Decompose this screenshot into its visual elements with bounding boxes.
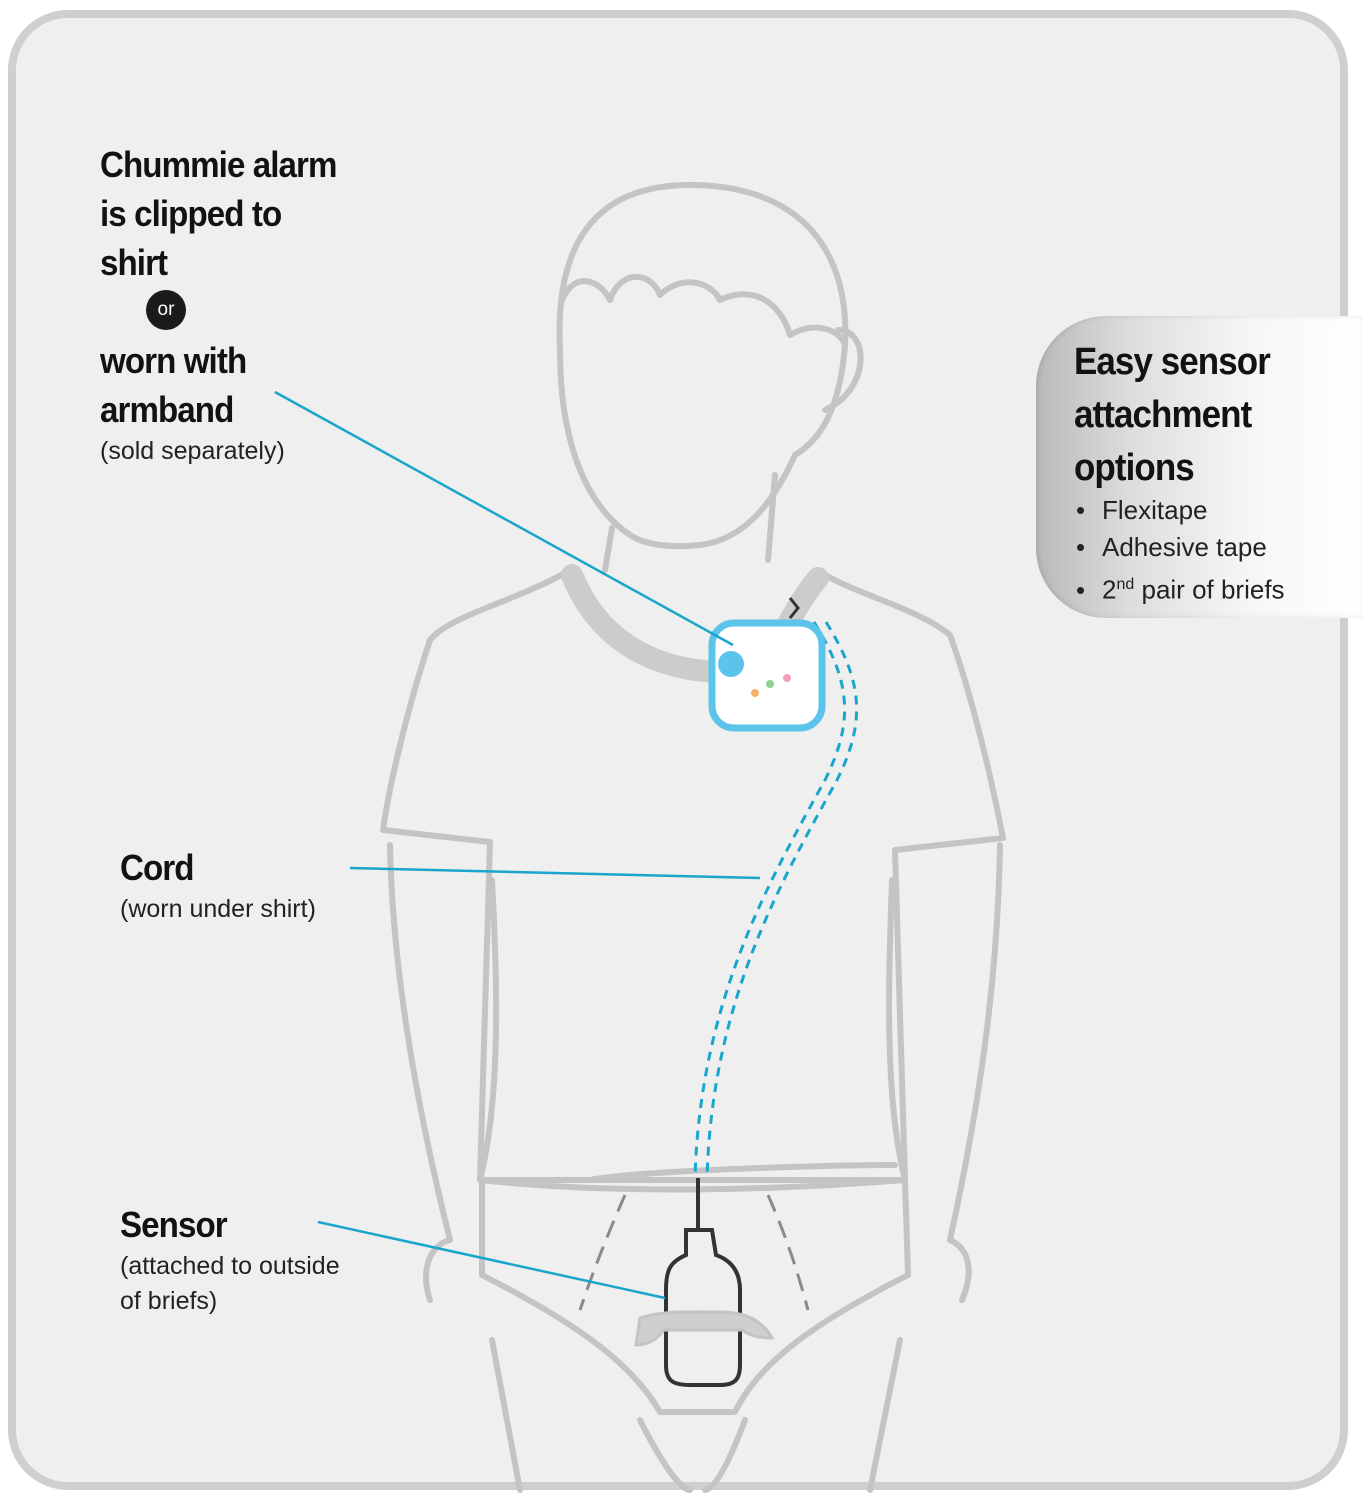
diagram-frame — [8, 10, 1348, 1490]
alarm-device-icon — [708, 597, 826, 732]
neck-outline — [602, 472, 778, 573]
option-item: •2nd pair of briefs — [1076, 566, 1285, 609]
alarm-title-line4: worn with — [100, 340, 247, 381]
left-arm-outline — [387, 842, 500, 1303]
right-arm-outline — [886, 842, 1003, 1303]
options-list: •Flexitape •Adhesive tape •2nd pair of b… — [1076, 492, 1285, 609]
shirt-outline — [380, 567, 1006, 1193]
bullet-icon: • — [1076, 574, 1086, 605]
cord-label: Cord (worn under shirt) — [120, 843, 316, 927]
sensor-title: Sensor — [120, 1204, 228, 1245]
alarm-label-alt: worn with armband (sold separately) — [100, 336, 285, 469]
alarm-note: (sold separately) — [100, 437, 285, 465]
alarm-title-line3: shirt — [100, 242, 168, 283]
alarm-title-line5: armband — [100, 389, 234, 430]
ear-outline — [822, 327, 864, 413]
or-badge: or — [146, 290, 186, 330]
shirt-hem — [587, 1162, 898, 1183]
cord-note: (worn under shirt) — [120, 895, 316, 923]
sensor-icon — [634, 1228, 775, 1387]
cord-line-b — [705, 621, 859, 1179]
head-outline — [556, 182, 849, 550]
alarm-title-line1: Chummie alarm — [100, 144, 337, 185]
bullet-icon: • — [1076, 495, 1086, 525]
alarm-label: Chummie alarm is clipped to shirt — [100, 140, 357, 287]
cord-title: Cord — [120, 847, 195, 888]
callout-title-line2: attachment — [1074, 394, 1252, 436]
callout-title-line3: options — [1074, 447, 1195, 489]
callout-title: Easy sensor attachment options — [1074, 336, 1271, 495]
option-item: •Flexitape — [1076, 492, 1285, 529]
sensor-note-line1: (attached to outside — [120, 1252, 340, 1280]
attachment-options-callout: Easy sensor attachment options •Flexitap… — [1036, 316, 1362, 618]
cord-leader-line — [349, 866, 761, 880]
callout-title-line1: Easy sensor — [1074, 341, 1271, 383]
hair-outline — [559, 273, 848, 348]
legs-outline — [489, 1337, 903, 1493]
right-seam — [766, 1194, 810, 1311]
sensor-note-line2: of briefs) — [120, 1287, 218, 1315]
option-item: •Adhesive tape — [1076, 529, 1285, 566]
sensor-label: Sensor (attached to outside of briefs) — [120, 1200, 340, 1319]
cord-line-a — [693, 621, 847, 1179]
sensor-leader-line — [317, 1220, 666, 1300]
left-seam — [578, 1194, 627, 1311]
alarm-leader-line — [274, 390, 734, 647]
bullet-icon: • — [1076, 532, 1086, 562]
alarm-title-line2: is clipped to — [100, 193, 282, 234]
briefs-outline — [479, 1177, 911, 1415]
